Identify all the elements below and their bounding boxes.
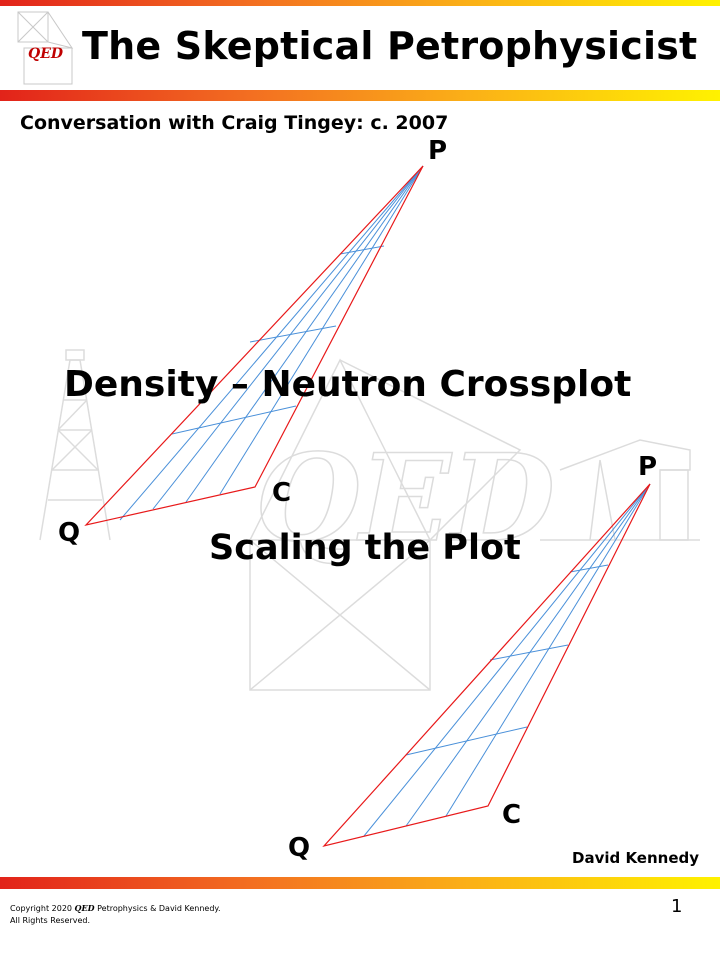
copyright-suffix: Petrophysics & David Kennedy. [97, 904, 221, 913]
bottom-point-c-label: C [502, 800, 522, 830]
copyright-notice: Copyright 2020 QED Petrophysics & David … [10, 902, 221, 927]
copyright-prefix: Copyright 2020 [10, 904, 72, 913]
page-number: 1 [671, 896, 683, 917]
subtitle: Conversation with Craig Tingey: c. 2007 [20, 112, 449, 134]
bottom-point-q-label: Q [288, 833, 311, 863]
header-accent-bar [0, 90, 720, 101]
top-point-c-label: C [272, 478, 292, 508]
logo-text: QED [28, 46, 64, 62]
footer-accent-bar [0, 877, 720, 889]
page-title: The Skeptical Petrophysicist [82, 24, 698, 68]
svg-text:QED: QED [255, 428, 555, 569]
top-point-q-label: Q [58, 518, 81, 548]
author-name: David Kennedy [572, 849, 700, 867]
rights-text: All Rights Reserved. [10, 916, 91, 925]
copyright-brand: QED [74, 903, 95, 913]
main-headline: Density – Neutron Crossplot [64, 364, 632, 405]
bottom-point-p-label: P [638, 452, 658, 482]
top-point-p-label: P [428, 136, 448, 166]
sub-headline: Scaling the Plot [209, 528, 521, 568]
top-accent-bar [0, 0, 720, 6]
qed-logo: QED [17, 11, 74, 85]
